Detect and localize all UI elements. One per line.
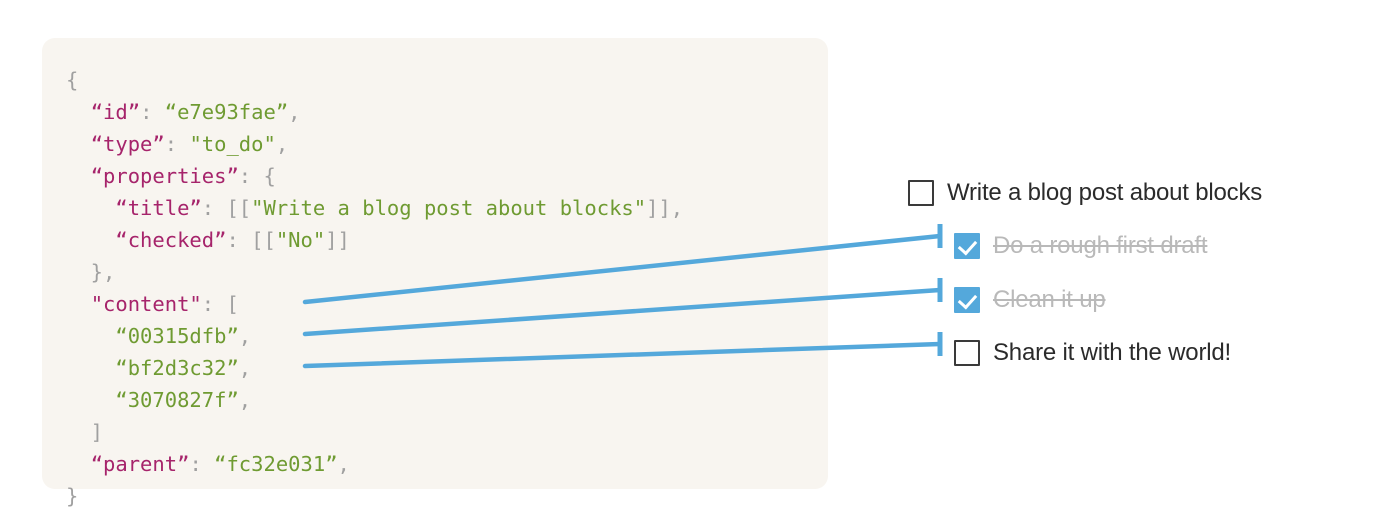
code-token-p: : — [140, 100, 165, 124]
code-token-p: : — [189, 452, 215, 476]
todo-row[interactable]: Share it with the world! — [908, 327, 1368, 381]
code-token-k: “parent” — [90, 452, 190, 476]
code-token-p: : [ — [201, 292, 239, 316]
code-token-p — [66, 228, 115, 252]
code-token-p: : — [164, 132, 190, 156]
code-token-p — [66, 164, 91, 188]
code-token-p — [66, 324, 115, 348]
code-token-p — [66, 100, 91, 124]
todo-row[interactable]: Do a rough first draft — [908, 220, 1368, 274]
todo-row[interactable]: Clean it up — [908, 273, 1368, 327]
todo-label: Write a blog post about blocks — [947, 178, 1263, 206]
code-line: “bf2d3c32”, — [66, 352, 683, 384]
code-token-p: : [[ — [226, 228, 276, 252]
todo-label: Clean it up — [993, 285, 1106, 313]
code-token-k: “type” — [90, 132, 165, 156]
code-token-s: “bf2d3c32” — [115, 356, 239, 380]
code-token-p — [66, 132, 91, 156]
todo-checklist: Write a blog post about blocks Do a rough… — [908, 166, 1368, 380]
code-token-p: , — [337, 452, 350, 476]
code-line: “3070827f”, — [66, 384, 683, 416]
code-line: “parent”: “fc32e031”, — [66, 448, 683, 480]
code-token-k: "content" — [90, 292, 202, 316]
code-line: } — [66, 480, 683, 512]
code-token-p: { — [66, 68, 79, 92]
code-line: "content": [ — [66, 288, 683, 320]
code-token-s: "to_do" — [189, 132, 276, 156]
code-token-p: , — [238, 356, 252, 380]
checkbox-unchecked-icon[interactable] — [908, 179, 934, 206]
todo-row[interactable]: Write a blog post about blocks — [908, 166, 1368, 220]
code-token-k: “checked” — [115, 228, 227, 252]
checkbox-unchecked-icon[interactable] — [954, 340, 980, 367]
code-line: “title”: [["Write a blog post about bloc… — [66, 192, 683, 224]
todo-label: Do a rough first draft — [993, 232, 1208, 260]
code-token-s: “fc32e031” — [214, 452, 338, 476]
code-token-p: , — [238, 388, 252, 412]
code-token-k: “title” — [115, 196, 202, 220]
code-line: “id”: “e7e93fae”, — [66, 96, 683, 128]
code-token-p: , — [275, 132, 289, 156]
code-token-s: "No" — [275, 228, 326, 252]
code-token-s: “00315dfb” — [115, 324, 239, 348]
code-line: }, — [66, 256, 683, 288]
code-token-k: “id” — [90, 100, 141, 124]
json-code-block: { “id”: “e7e93fae”, “type”: "to_do", “pr… — [66, 64, 683, 512]
code-token-p — [66, 356, 115, 380]
code-line: “00315dfb”, — [66, 320, 683, 352]
todo-label: Share it with the world! — [993, 339, 1231, 367]
checkbox-checked-icon[interactable] — [954, 286, 980, 313]
code-token-p: : { — [238, 164, 276, 188]
code-token-p: ] — [66, 420, 104, 444]
code-line: “type”: "to_do", — [66, 128, 683, 160]
code-token-p: , — [238, 324, 252, 348]
code-token-p: ]] — [325, 228, 350, 252]
json-code-panel: { “id”: “e7e93fae”, “type”: "to_do", “pr… — [42, 38, 828, 508]
code-token-p: , — [288, 100, 301, 124]
code-line: ] — [66, 416, 683, 448]
code-token-p: ]], — [646, 196, 684, 220]
code-token-p — [66, 388, 115, 412]
code-token-p — [66, 196, 115, 220]
code-token-p: } — [66, 484, 79, 508]
code-token-s: "Write a blog post about blocks" — [251, 196, 647, 220]
code-token-k: “properties” — [90, 164, 239, 188]
code-line: “checked”: [["No"]] — [66, 224, 683, 256]
code-line: { — [66, 64, 683, 96]
code-token-s: “e7e93fae” — [164, 100, 289, 124]
code-token-p: : [[ — [201, 196, 252, 220]
code-token-p — [66, 292, 91, 316]
code-token-s: “3070827f” — [115, 388, 239, 412]
code-token-p: }, — [66, 260, 116, 284]
checkbox-checked-icon[interactable] — [954, 233, 980, 260]
code-line: “properties”: { — [66, 160, 683, 192]
code-token-p — [66, 452, 91, 476]
